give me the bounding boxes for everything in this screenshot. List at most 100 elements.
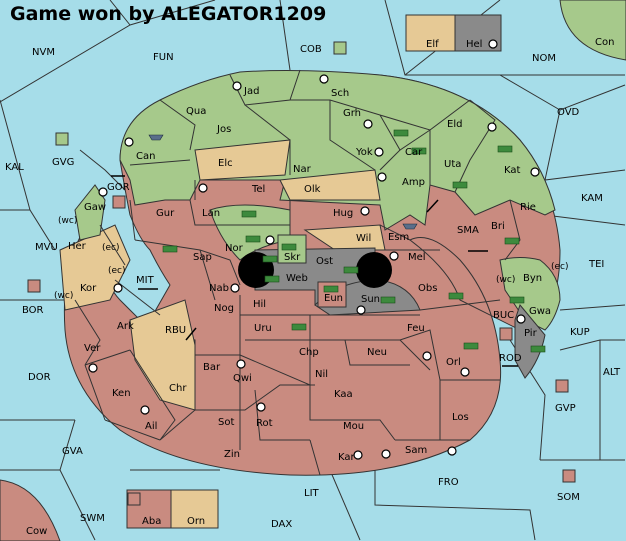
territory-los: Los xyxy=(452,412,469,423)
territory-mou: Mou xyxy=(343,421,364,432)
territory-jad: Jad xyxy=(243,86,259,97)
territory-tel: Tel xyxy=(251,184,265,195)
coast-ec: (ec) xyxy=(551,262,569,272)
sea-rbu: RBU xyxy=(165,325,186,336)
territory-sch: Sch xyxy=(331,88,349,99)
sea-cow: Cow xyxy=(26,526,47,537)
territory-nar: Nar xyxy=(293,164,312,175)
territory-rie: Rie xyxy=(520,202,536,213)
coast-wc: (wc) xyxy=(54,291,73,301)
sea-cob: COB xyxy=(300,44,322,55)
territory-olk: Olk xyxy=(304,184,321,195)
sea-gvp: GVP xyxy=(555,403,576,414)
territory-web: Web xyxy=(286,273,308,284)
sea-ovd: OVD xyxy=(557,107,580,118)
territory-her: Her xyxy=(68,241,87,252)
sea-dax: DAX xyxy=(271,519,292,530)
game-result-title: Game won by ALEGATOR1209 xyxy=(10,3,326,25)
sea-som: SOM xyxy=(557,492,580,503)
sea-tei: TEI xyxy=(588,259,604,270)
territory-ark: Ark xyxy=(117,321,134,332)
sea-lit: LIT xyxy=(304,488,320,499)
territory-ost: Ost xyxy=(316,256,333,267)
territory-gwa: Gwa xyxy=(529,306,551,317)
sea-kup: KUP xyxy=(570,327,590,338)
territory-jos: Jos xyxy=(216,124,231,135)
territory-chr: Chr xyxy=(169,383,187,394)
territory-bar: Bar xyxy=(203,362,221,373)
coast-wc: (wc) xyxy=(496,275,515,285)
territory-sam: Sam xyxy=(405,445,427,456)
territory-gaw: Gaw xyxy=(84,202,106,213)
territory-bri: Bri xyxy=(491,221,505,232)
territory-kar: Kar xyxy=(338,452,356,463)
coast-ec: (ec) xyxy=(102,243,120,253)
sea-con: Con xyxy=(595,37,614,48)
box-orn: Orn xyxy=(187,516,205,527)
box-hel: Hel xyxy=(466,39,482,50)
sea-fun: FUN xyxy=(153,52,174,63)
territory-hug: Hug xyxy=(333,208,353,219)
sea-nvm: NVM xyxy=(32,47,55,58)
territory-sun: Sun xyxy=(361,294,380,305)
territory-amp: Amp xyxy=(402,177,425,188)
territory-sap: Sap xyxy=(193,252,212,263)
territory-byn: Byn xyxy=(523,273,542,284)
sea-mvu: MVU xyxy=(35,242,58,253)
flags xyxy=(27,41,576,506)
territory-kaa: Kaa xyxy=(334,389,353,400)
coast-ec: (ec) xyxy=(108,266,126,276)
territory-zin: Zin xyxy=(224,449,240,460)
sea-gor: GOR xyxy=(107,182,130,193)
sea-dor: DOR xyxy=(28,372,51,383)
coast-wc: (wc) xyxy=(58,216,77,226)
territory-uta: Uta xyxy=(444,159,461,170)
sea-sma: SMA xyxy=(457,225,479,236)
territory-can: Can xyxy=(136,151,155,162)
box-elf: Elf xyxy=(426,39,439,50)
territory-kor: Kor xyxy=(80,283,97,294)
territory-esm: Esm xyxy=(388,232,409,243)
territory-qwi: Qwi xyxy=(233,373,252,384)
territory-orl: Orl xyxy=(446,357,461,368)
box-aba: Aba xyxy=(142,516,161,527)
territory-yok: Yok xyxy=(355,147,373,158)
territory-wil: Wil xyxy=(356,233,371,244)
sea-bor: BOR xyxy=(22,305,44,316)
territory-uru: Uru xyxy=(254,323,272,334)
movement-arrows xyxy=(111,175,518,367)
territory-nor: Nor xyxy=(225,243,244,254)
sea-mit: MIT xyxy=(136,275,155,286)
territory-chp: Chp xyxy=(299,347,319,358)
sea-alt: ALT xyxy=(603,367,621,378)
sea-gva: GVA xyxy=(62,446,83,457)
sea-buc: BUC xyxy=(493,310,514,321)
territory-neu: Neu xyxy=(367,347,387,358)
territory-grh: Grh xyxy=(343,108,361,119)
sea-swm: SWM xyxy=(80,513,105,524)
territory-skr: Skr xyxy=(284,252,301,263)
sea-gvg: GVG xyxy=(52,157,74,168)
territory-lan: Lan xyxy=(202,208,220,219)
territory-ken: Ken xyxy=(112,388,131,399)
territory-eld: Eld xyxy=(447,119,462,130)
armies xyxy=(162,129,546,353)
territory-gur: Gur xyxy=(156,208,175,219)
territory-car: Car xyxy=(405,147,423,158)
sea-kal: KAL xyxy=(5,162,24,173)
fleets xyxy=(148,134,418,230)
territory-nab: Nab xyxy=(209,283,229,294)
territory-hil: Hil xyxy=(253,299,266,310)
territory-pir: Pir xyxy=(524,328,538,339)
territory-feu: Feu xyxy=(407,323,425,334)
sea-kam: KAM xyxy=(581,193,603,204)
territory-kat: Kat xyxy=(504,165,521,176)
territory-rot: Rot xyxy=(256,418,273,429)
territory-mel: Mel xyxy=(408,252,426,263)
territory-eun: Eun xyxy=(324,293,343,304)
territory-obs: Obs xyxy=(418,283,437,294)
territory-elc: Elc xyxy=(218,158,233,169)
territory-ver: Ver xyxy=(84,343,101,354)
